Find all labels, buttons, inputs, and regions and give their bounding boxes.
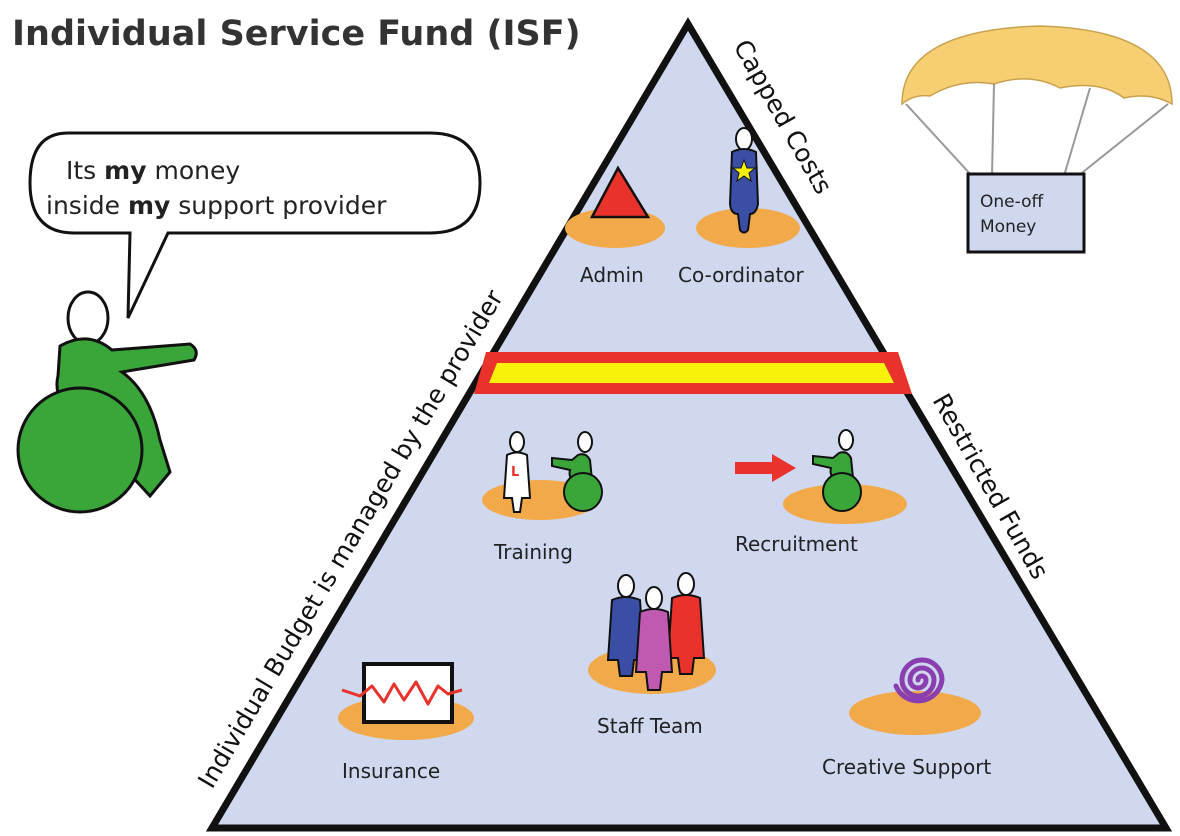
training-item: L Training	[482, 431, 603, 564]
staff-team-label: Staff Team	[597, 714, 703, 738]
admin-item: Admin	[565, 165, 665, 287]
recruitment-item: Recruitment	[735, 429, 907, 556]
speech-line-1: Its my money	[66, 156, 240, 185]
wheelchair-user-icon	[551, 431, 603, 512]
creative-support-item: Creative Support	[822, 657, 991, 779]
trainer-icon: L	[502, 431, 532, 513]
capped-restricted-divider	[474, 352, 912, 394]
page-title: Individual Service Fund (ISF)	[12, 14, 581, 54]
recruitment-label: Recruitment	[735, 532, 858, 556]
speech-line-2: inside my support provider	[46, 191, 387, 220]
arrow-icon	[735, 454, 796, 482]
insurance-item: Insurance	[338, 662, 474, 783]
staff-team-item: Staff Team	[588, 572, 716, 738]
speech-bubble: Its my money inside my support provider	[28, 131, 482, 319]
creative-support-label: Creative Support	[822, 755, 991, 779]
admin-label: Admin	[580, 263, 644, 287]
parachute-icon: One-off Money	[901, 25, 1173, 254]
learner-badge: L	[511, 465, 519, 480]
staff-team-icon	[606, 572, 706, 691]
coordinator-icon	[728, 127, 760, 234]
coordinator-item: Co-ordinator	[678, 127, 805, 287]
spiral-icon	[893, 657, 945, 704]
insurance-label: Insurance	[342, 759, 440, 783]
chart-monitor-icon	[341, 662, 463, 724]
coordinator-label: Co-ordinator	[678, 263, 805, 287]
triangle-icon	[589, 165, 651, 219]
training-label: Training	[493, 540, 573, 564]
wheelchair-user-icon	[812, 429, 862, 512]
pyramid	[205, 17, 1173, 832]
one-off-money-line2: Money	[980, 217, 1036, 237]
wheelchair-user-icon	[16, 290, 198, 514]
one-off-money-line1: One-off	[980, 192, 1044, 212]
